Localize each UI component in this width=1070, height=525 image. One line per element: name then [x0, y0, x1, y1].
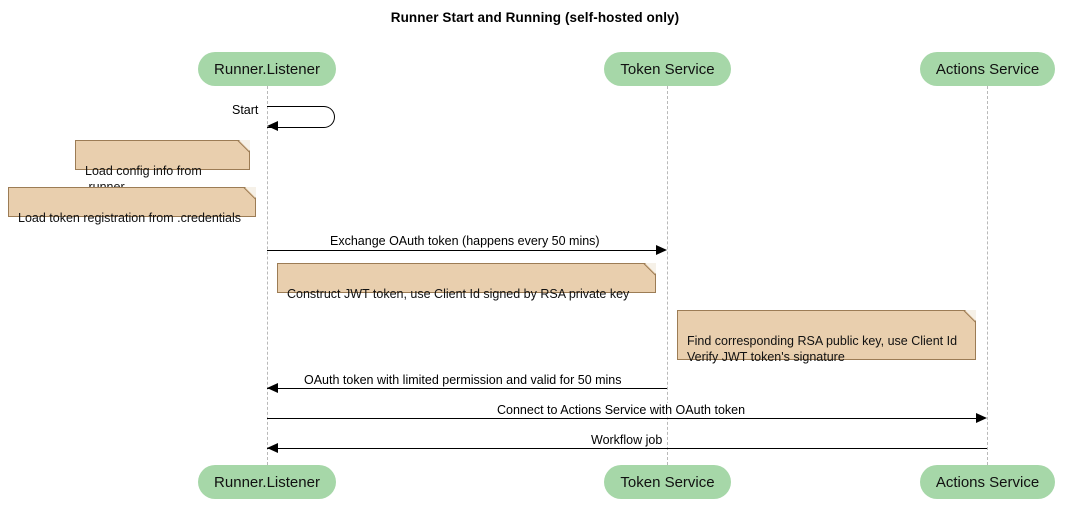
message-oauth-token-reply-label: OAuth token with limited permission and …	[301, 373, 625, 387]
message-workflow-job-label: Workflow job	[588, 433, 666, 447]
note-fold-edge-icon	[961, 310, 976, 325]
message-connect-to-actions-service-arrowhead	[976, 413, 987, 423]
participant-actions-top[interactable]: Actions Service	[920, 52, 1055, 86]
message-oauth-token-reply-arrowhead	[267, 383, 278, 393]
note-construct-jwt: Construct JWT token, use Client Id signe…	[277, 263, 656, 301]
note-fold-edge-icon	[641, 263, 656, 278]
message-connect-to-actions-service-line	[267, 418, 981, 419]
lifeline-token	[667, 86, 668, 465]
message-start-label: Start	[229, 103, 262, 117]
participant-runner-top[interactable]: Runner.Listener	[198, 52, 336, 86]
message-oauth-token-reply-line	[267, 388, 667, 389]
lifeline-runner	[267, 86, 268, 465]
note-find-rsa-public-key: Find corresponding RSA public key, use C…	[677, 310, 976, 364]
note-text: Find corresponding RSA public key, use C…	[687, 334, 958, 364]
participant-label: Runner.Listener	[214, 473, 320, 491]
message-workflow-job-arrowhead	[267, 443, 278, 453]
note-text: Construct JWT token, use Client Id signe…	[287, 287, 630, 301]
note-text: Load config info from .runner	[85, 164, 202, 194]
participant-runner-bottom[interactable]: Runner.Listener	[198, 465, 336, 499]
message-workflow-job-line	[267, 448, 987, 449]
message-start-loop	[267, 106, 335, 128]
note-fold-edge-icon	[235, 140, 250, 155]
note-text: Load token registration from .credential…	[18, 211, 242, 225]
note-load-config: Load config info from .runner	[75, 140, 250, 194]
participant-label: Actions Service	[935, 473, 1040, 491]
participant-label: Token Service	[620, 473, 715, 491]
participant-token-bottom[interactable]: Token Service	[604, 465, 731, 499]
message-exchange-oauth-token-arrowhead	[656, 245, 667, 255]
message-start-arrowhead	[267, 121, 278, 131]
participant-label: Runner.Listener	[214, 60, 320, 78]
participant-actions-bottom[interactable]: Actions Service	[920, 465, 1055, 499]
lifeline-actions	[987, 86, 988, 465]
message-connect-to-actions-service-label: Connect to Actions Service with OAuth to…	[494, 403, 749, 417]
note-fold-edge-icon	[241, 187, 256, 202]
participant-token-top[interactable]: Token Service	[604, 52, 731, 86]
page-title: Runner Start and Running (self-hosted on…	[390, 10, 680, 25]
message-exchange-oauth-token-line	[267, 250, 661, 251]
participant-label: Token Service	[620, 60, 715, 78]
participant-label: Actions Service	[935, 60, 1040, 78]
message-exchange-oauth-token-label: Exchange OAuth token (happens every 50 m…	[327, 234, 603, 248]
note-load-token-registration: Load token registration from .credential…	[8, 187, 256, 225]
